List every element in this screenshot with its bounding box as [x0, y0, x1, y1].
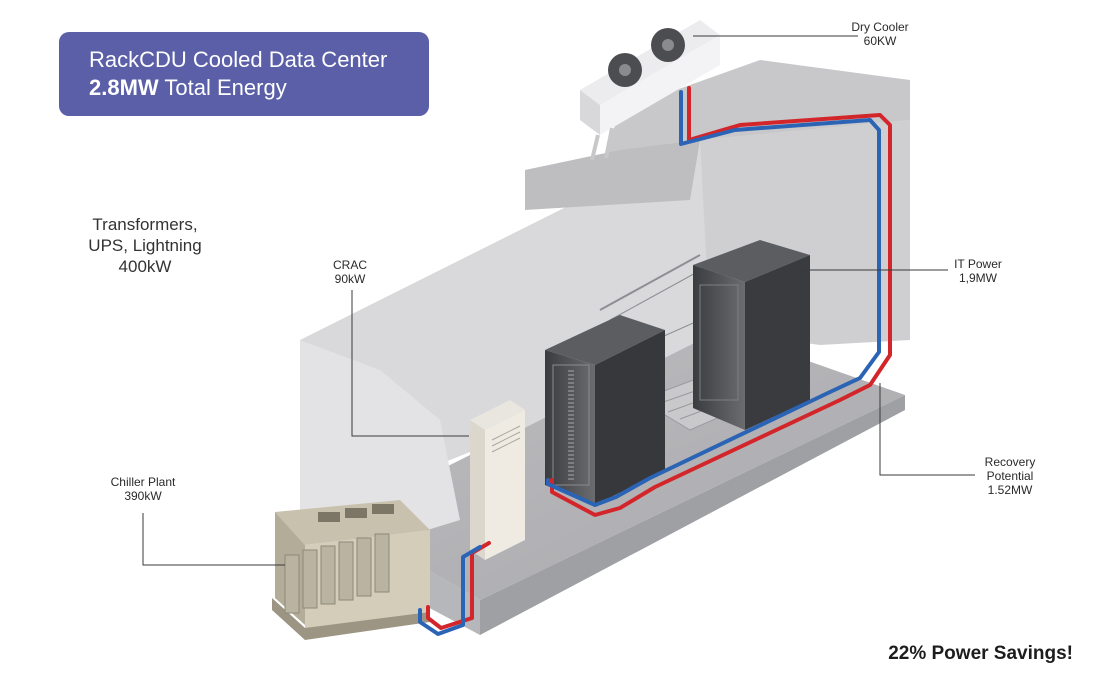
chiller-plant-label: Chiller Plant 390kW — [98, 475, 188, 503]
recovery-value: 1.52MW — [987, 483, 1033, 497]
crac-name: CRAC — [332, 258, 367, 272]
leader-lines — [142, 35, 975, 566]
infrastructure-note: Transformers, UPS, Lightning 400kW — [80, 214, 210, 277]
server-rack-front — [545, 315, 665, 505]
chiller-plant-value: 390kW — [124, 489, 162, 503]
chiller-plant-name: Chiller Plant — [110, 475, 176, 489]
server-rack-icon — [693, 240, 810, 430]
dry-cooler-name: Dry Cooler — [851, 20, 909, 34]
recovery-name-1: Recovery — [984, 455, 1036, 469]
crac-label: CRAC 90kW — [320, 258, 380, 286]
it-power-label: IT Power 1,9MW — [938, 257, 1018, 285]
title-line-2: 2.8MW Total Energy — [89, 74, 429, 102]
it-power-value: 1,9MW — [958, 271, 997, 285]
recovery-label: Recovery Potential 1.52MW — [965, 455, 1055, 497]
total-energy-value: 2.8MW — [89, 75, 159, 100]
title-line-1: RackCDU Cooled Data Center — [89, 47, 388, 72]
infrastructure-note-line-2: UPS, Lightning — [88, 236, 202, 255]
it-power-name: IT Power — [954, 257, 1002, 271]
infrastructure-note-line-3: 400kW — [118, 257, 172, 276]
total-energy-label: Total Energy — [158, 75, 287, 100]
dry-cooler-label: Dry Cooler 60KW — [830, 20, 930, 48]
recovery-name-2: Potential — [986, 469, 1034, 483]
crac-value: 90kW — [334, 272, 366, 286]
title-banner: RackCDU Cooled Data Center 2.8MW Total E… — [59, 32, 429, 116]
infrastructure-note-line-1: Transformers, — [92, 215, 198, 234]
dry-cooler-fans-icon — [580, 20, 720, 161]
dry-cooler-value: 60KW — [863, 34, 897, 48]
cold-water-pipe — [418, 90, 881, 636]
power-savings-text: 22% Power Savings! — [888, 643, 1073, 664]
crac-unit-icon — [470, 400, 525, 560]
chiller-plant-icon — [272, 500, 430, 640]
